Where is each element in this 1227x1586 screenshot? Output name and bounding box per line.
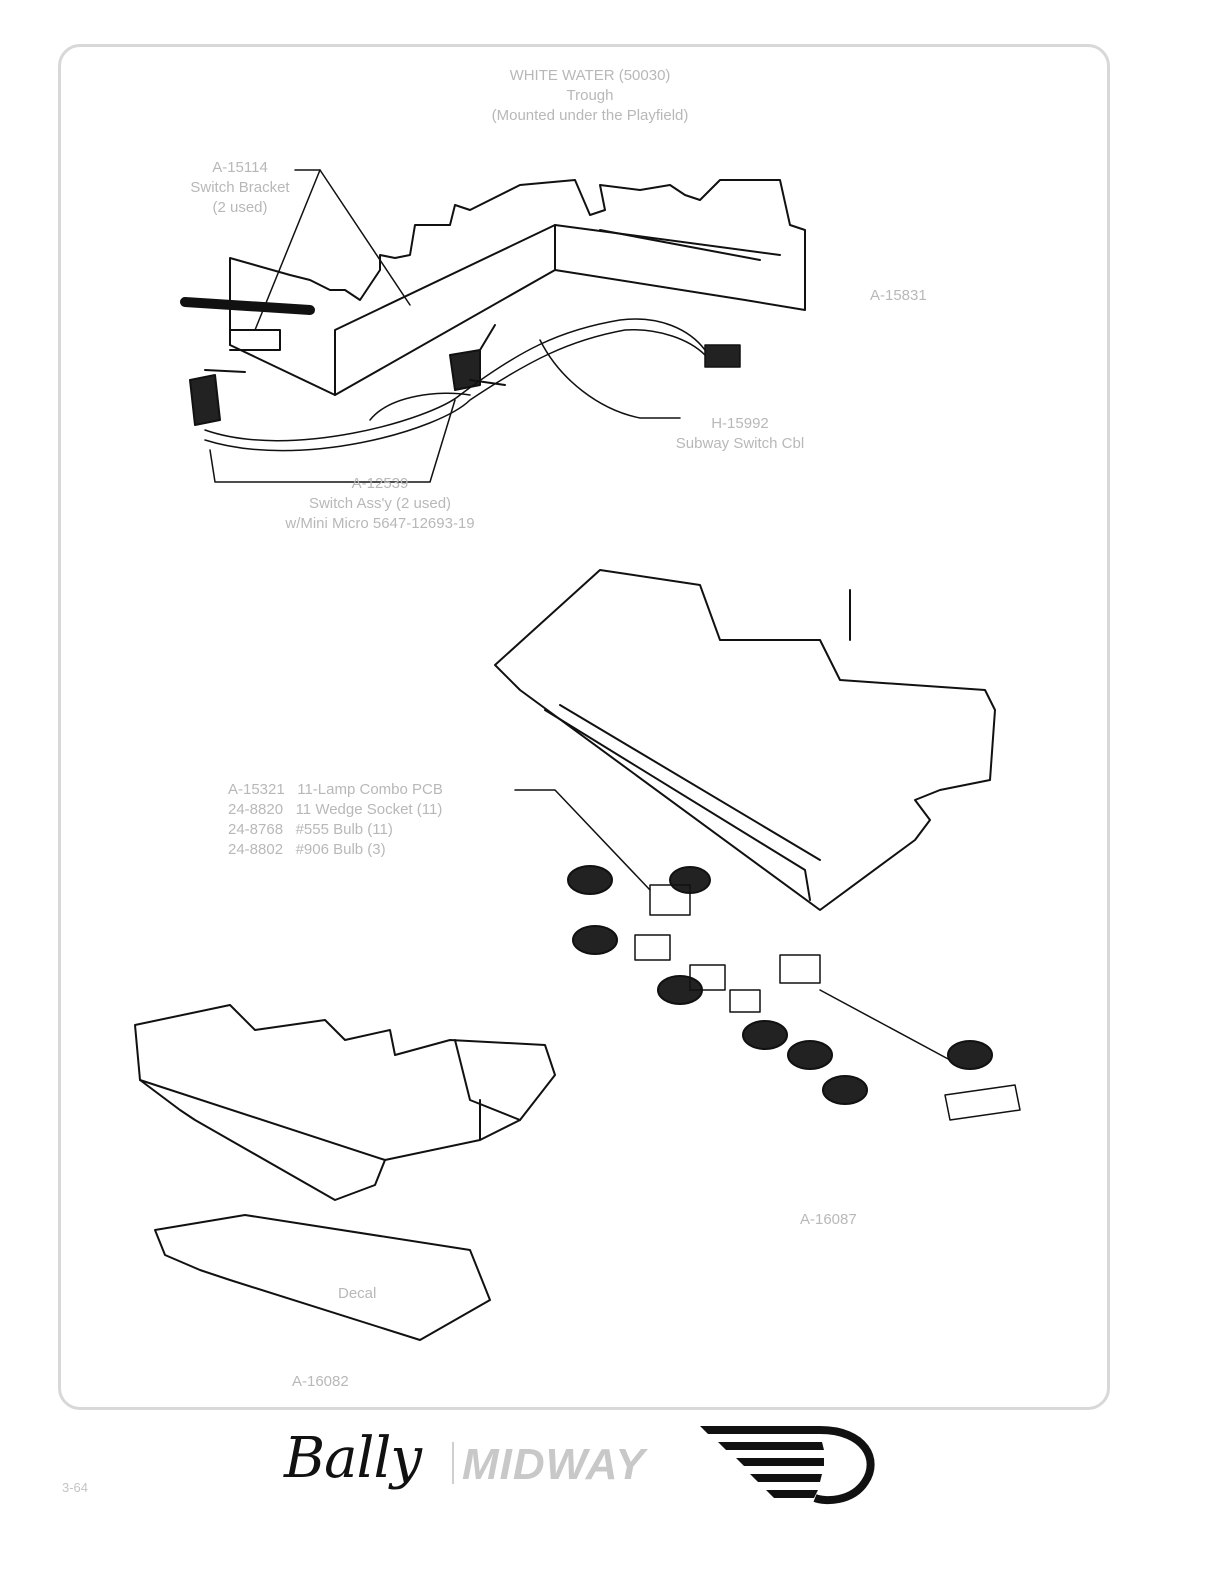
list-item: A-15321 11-Lamp Combo PCB [228,781,443,798]
list-item: 24-8768 #555 Bulb (11) [228,821,393,838]
diagram-header: WHITE WATER (50030) Trough (Mounted unde… [390,66,790,126]
decal-label: Decal [338,1285,377,1302]
base-assy-label: A-16082 [292,1373,349,1390]
lamp-pcb-pieces [634,884,1021,1121]
list-item: 24-8802 #906 Bulb (3) [228,841,386,858]
header-line-3: (Mounted under the Playfield) [491,107,689,124]
list-item: 24-8820 11 Wedge Socket (11) [228,801,443,818]
lamp-assy-label: A-16087 [800,1211,857,1228]
switch-bracket-label: A-15114 Switch Bracket (2 used) [190,159,290,216]
lamp-parts-list: A-15321 11-Lamp Combo PCB 24-8820 11 Wed… [228,780,443,860]
header-line-1: WHITE WATER (50030) [509,67,671,84]
diagram-frame [58,44,1110,1410]
wing-logo-icon [700,1426,875,1504]
switch-assy-right [449,324,506,391]
lamp-trough-part [494,569,996,911]
page-number: 3-64 [62,1480,89,1495]
decal-part [154,1214,491,1341]
switch-assy-label: A-12539 Switch Ass'y (2 used) w/Mini Mic… [285,475,475,532]
logo-divider [452,1442,454,1484]
header-line-2: Trough [566,87,614,104]
bally-logo: Bally [284,1426,422,1491]
base-part [134,1004,556,1201]
lamp-sockets [567,865,993,1105]
midway-logo: MIDWAY [462,1440,646,1489]
cable-label: H-15992 Subway Switch Cbl [675,415,805,452]
trough-assy-label: A-15831 [870,287,927,304]
switch-assy-left [189,369,246,426]
subway-switch-cable [204,318,741,452]
